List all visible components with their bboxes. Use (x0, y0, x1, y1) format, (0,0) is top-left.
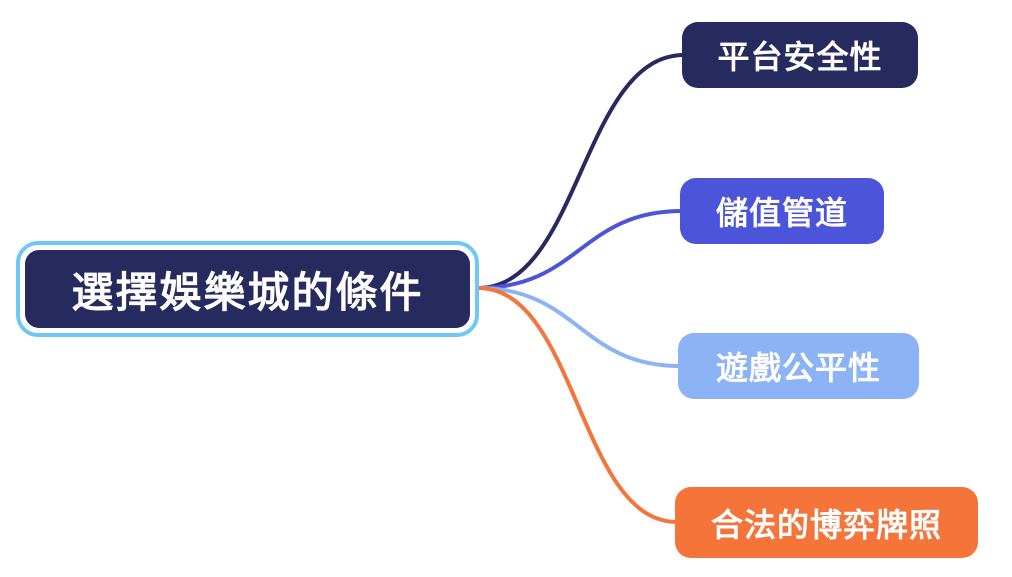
connector-game-fairness (476, 286, 682, 368)
root-node-label: 選擇娛樂城的條件 (71, 268, 424, 316)
branch-node-legal-license[interactable]: 合法的博弈牌照 (675, 487, 978, 558)
branch-node-deposit-channels[interactable]: 儲值管道 (680, 178, 884, 244)
connector-legal-license (476, 286, 679, 524)
branch-node-game-fairness[interactable]: 遊戲公平性 (678, 333, 919, 399)
branch-node-platform-security[interactable]: 平台安全性 (682, 22, 918, 88)
root-node[interactable]: 選擇娛樂城的條件 (16, 241, 479, 337)
connector-platform-security (476, 53, 686, 290)
branch-node-label: 儲值管道 (715, 195, 848, 231)
branch-node-label: 遊戲公平性 (715, 350, 881, 386)
branch-node-label: 平台安全性 (717, 39, 883, 75)
connector-deposit-channels (476, 209, 684, 290)
root-node-body: 選擇娛樂城的條件 (25, 250, 470, 328)
branch-node-label: 合法的博弈牌照 (710, 506, 942, 543)
